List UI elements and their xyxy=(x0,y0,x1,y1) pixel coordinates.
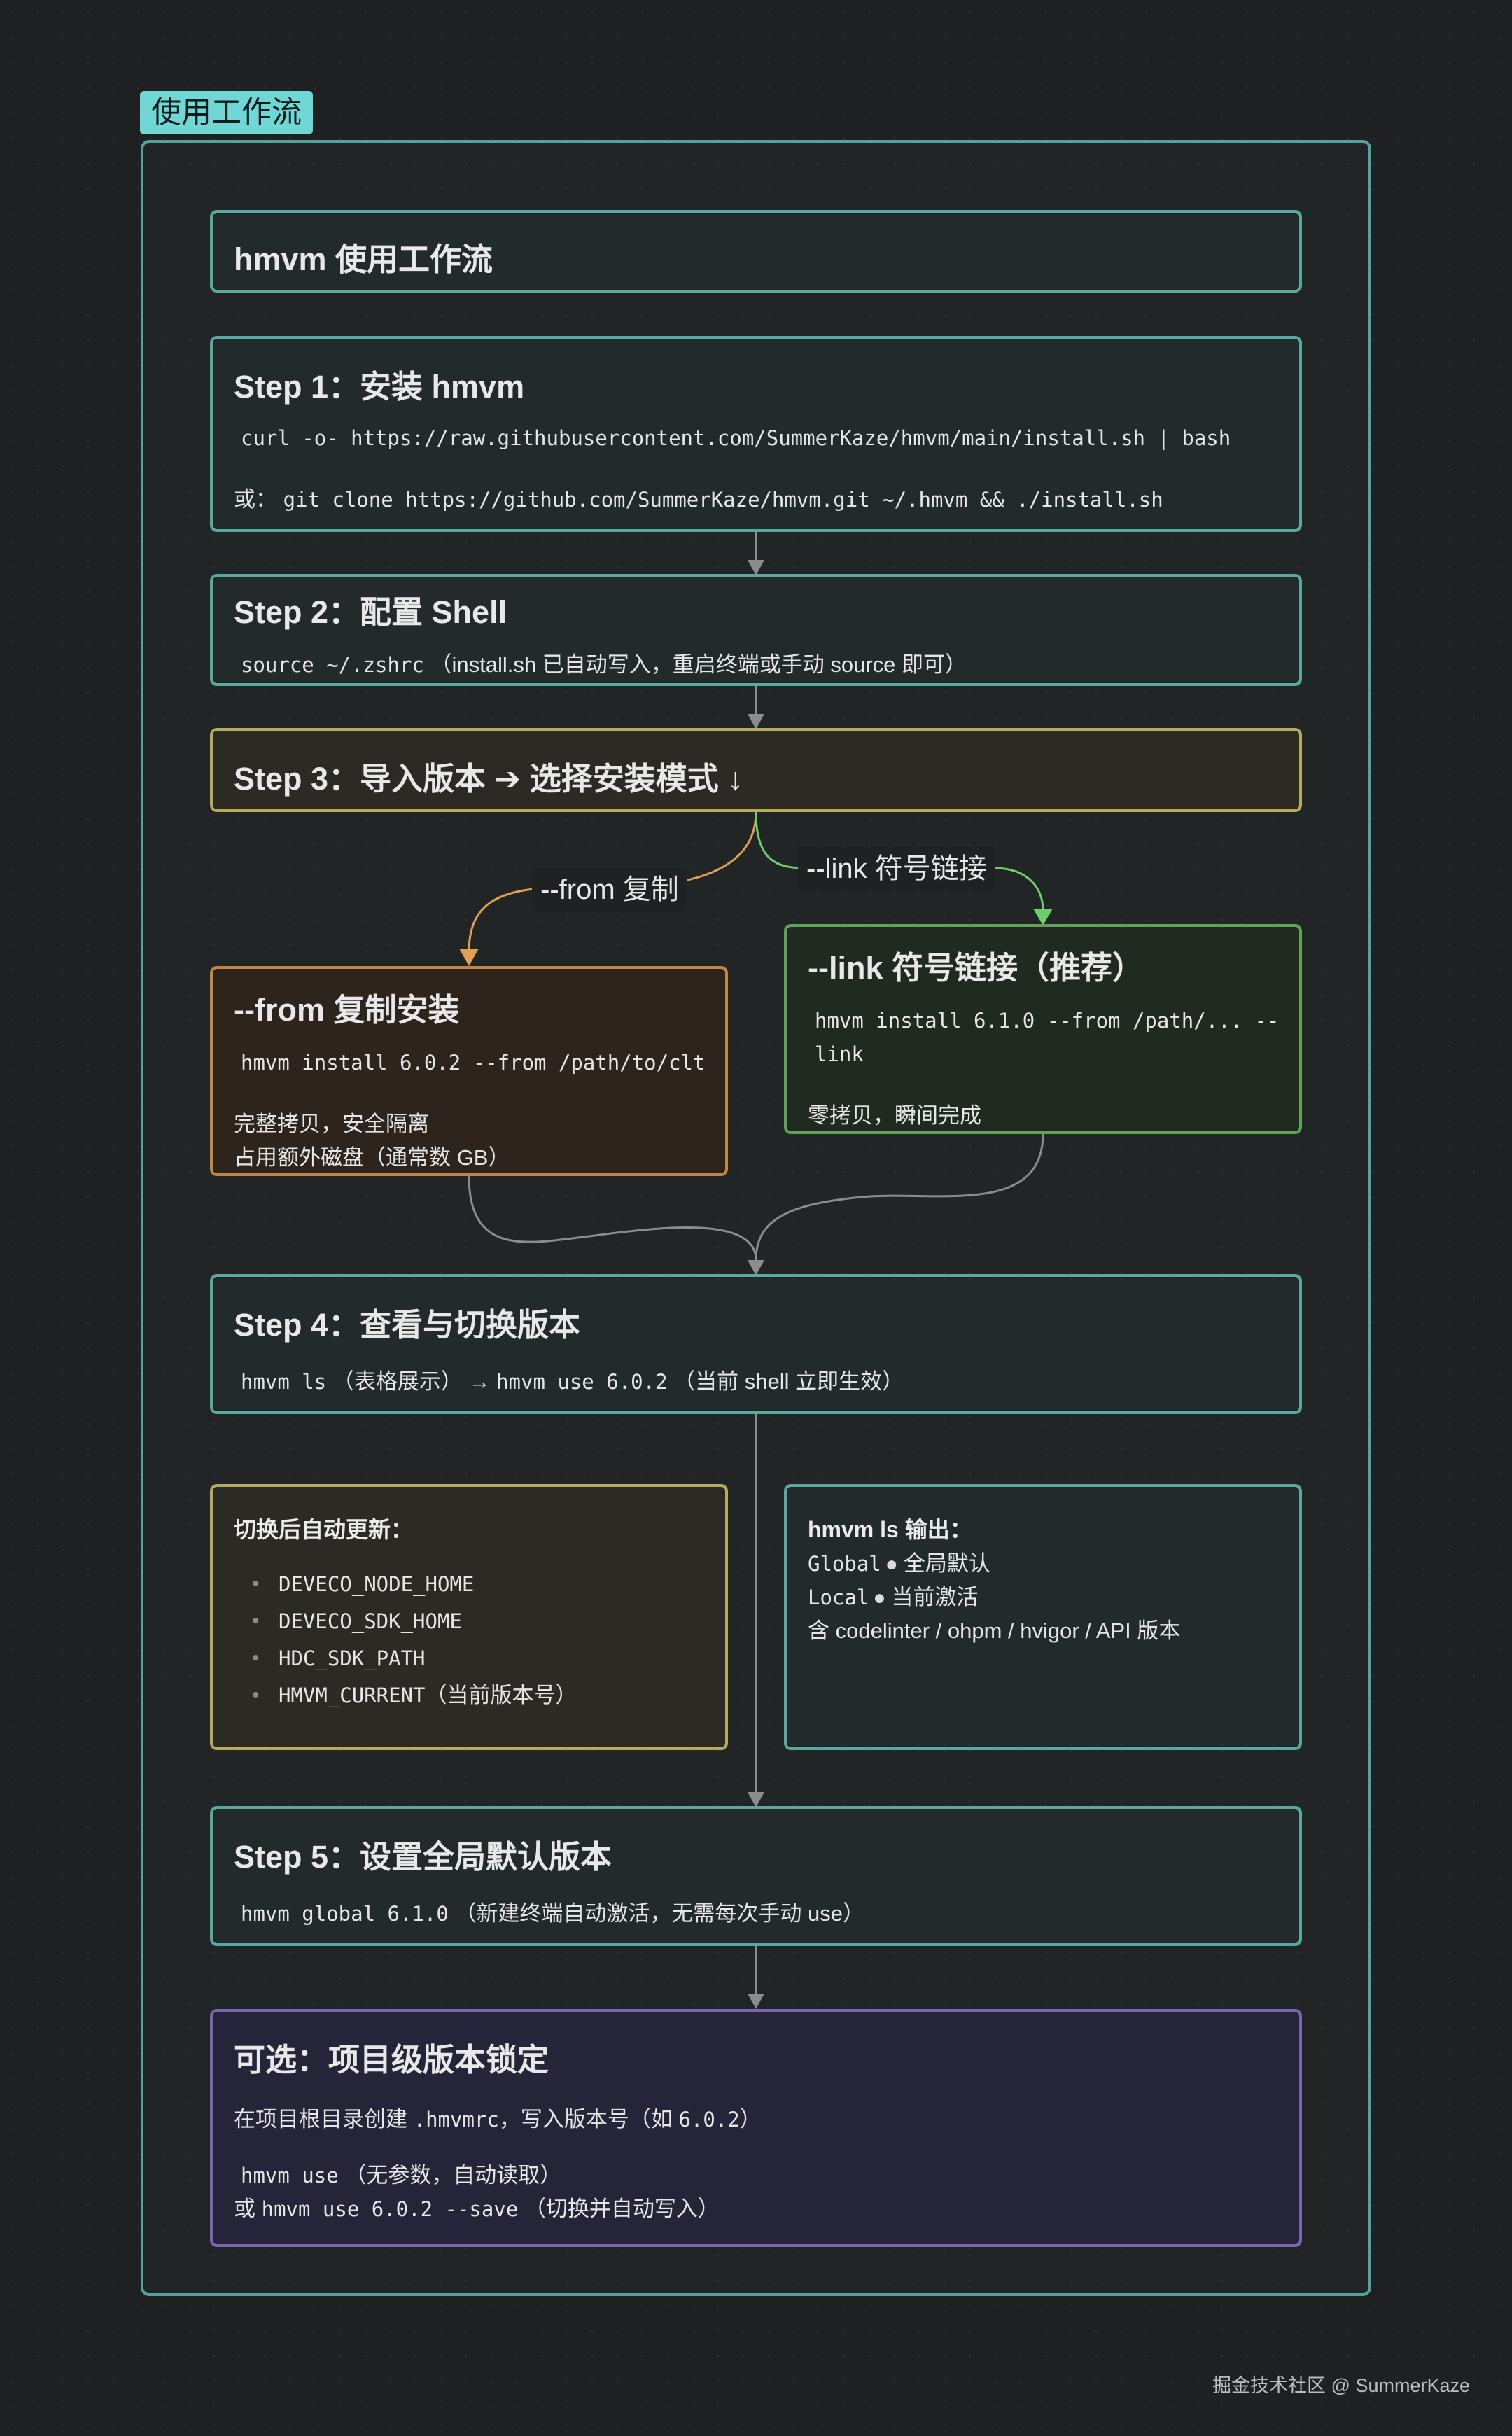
step2-note: （install.sh 已自动写入，重启终端或手动 source 即可） xyxy=(430,652,967,677)
step1-line2: 或： git clone https://github.com/SummerKa… xyxy=(234,482,1163,513)
node-step2: Step 2：配置 Shell source ~/.zshrc （install… xyxy=(210,574,1302,686)
optional-line3-code: hmvm use 6.0.2 --save xyxy=(261,2197,519,2221)
ls-row-local: Local●当前激活 xyxy=(808,1579,978,1611)
env-item-code: HDC_SDK_PATH xyxy=(279,1646,426,1670)
step5-note: （新建终端自动激活，无需每次手动 use） xyxy=(454,1901,865,1926)
step4-line: hmvm ls （表格展示） → hmvm use 6.0.2 （当前 shel… xyxy=(241,1364,904,1395)
from-title: --from 复制安装 xyxy=(234,992,460,1028)
arrow-step2-step3 xyxy=(748,686,764,729)
node-link-symlink: --link 符号链接（推荐） hmvm install 6.1.0 --fro… xyxy=(784,924,1302,1134)
optional-line1-b: ，写入版本号（如 xyxy=(498,2107,673,2132)
arrow-step4-step5 xyxy=(748,1414,764,1807)
ls-row-local-text: 当前激活 xyxy=(891,1585,979,1609)
node-header: hmvm 使用工作流 xyxy=(210,210,1302,293)
env-item-code: DEVECO_NODE_HOME xyxy=(279,1572,475,1596)
node-step3: Step 3：导入版本 ➔ 选择安装模式 ↓ xyxy=(210,728,1302,812)
link-cmd-line1: hmvm install 6.1.0 --from /path/... -- xyxy=(815,1008,1279,1033)
step4-arrow: → xyxy=(468,1369,491,1394)
env-item-deveco-sdk-home: DEVECO_SDK_HOME xyxy=(234,1602,578,1639)
step4-note2: （当前 shell 立即生效） xyxy=(673,1369,904,1394)
optional-line1-a: 在项目根目录创建 xyxy=(234,2107,407,2132)
link-cmd-line2: link xyxy=(815,1042,864,1067)
arrow-step1-step2 xyxy=(748,531,764,575)
step1-line1: curl -o- https://raw.githubusercontent.c… xyxy=(241,426,1231,451)
optional-title: 可选：项目级版本锁定 xyxy=(234,2042,550,2078)
env-item-code: DEVECO_SDK_HOME xyxy=(279,1609,462,1633)
link-title: --link 符号链接（推荐） xyxy=(808,950,1144,986)
edge-label-from: --from 复制 xyxy=(532,868,687,911)
node-ls-output: hmvm ls 输出： Global●全局默认 Local●当前激活 含 cod… xyxy=(784,1484,1302,1750)
link-cmd2: link xyxy=(815,1042,864,1066)
step1-title: Step 1：安装 hmvm xyxy=(234,369,525,405)
ls-title: hmvm ls 输出： xyxy=(808,1517,972,1542)
bullet-icon: ● xyxy=(873,1586,886,1609)
env-item-note: （当前版本号） xyxy=(425,1683,578,1707)
optional-line1-c: ） xyxy=(739,2107,762,2132)
ls-row-global: Global●全局默认 xyxy=(808,1546,990,1577)
from-cmd-line: hmvm install 6.0.2 --from /path/to/clt xyxy=(241,1050,705,1075)
optional-line1: 在项目根目录创建 .hmvmrc，写入版本号（如 6.0.2） xyxy=(234,2101,762,2133)
step1-alt-prefix: 或： xyxy=(234,487,277,512)
env-list: DEVECO_NODE_HOME DEVECO_SDK_HOME HDC_SDK… xyxy=(234,1565,578,1714)
step4-title: Step 4：查看与切换版本 xyxy=(234,1307,581,1343)
arrow-from-step4 xyxy=(468,1175,757,1261)
ls-row-tools: 含 codelinter / ohpm / hvigor / API 版本 xyxy=(808,1618,1181,1643)
optional-line2-note: （无参数，自动读取） xyxy=(344,2163,562,2188)
env-item-code: HMVM_CURRENT xyxy=(279,1684,426,1707)
arrow-link-step4 xyxy=(748,1133,1044,1275)
env-item-hmvm-current: HMVM_CURRENT（当前版本号） xyxy=(234,1676,578,1714)
footer-credit: 掘金技术社区 @ SummerKaze xyxy=(1212,2375,1470,2396)
ls-row-global-text: 全局默认 xyxy=(903,1551,990,1576)
step4-cmd1: hmvm ls xyxy=(241,1370,327,1394)
step2-line: source ~/.zshrc （install.sh 已自动写入，重启终端或手… xyxy=(241,647,967,678)
env-item-hdc-sdk-path: HDC_SDK_PATH xyxy=(234,1639,578,1676)
step5-cmd: hmvm global 6.1.0 xyxy=(241,1902,449,1926)
step4-cmd2: hmvm use 6.0.2 xyxy=(496,1370,668,1394)
arrow-step5-optional xyxy=(748,1945,764,2009)
optional-line3: 或 hmvm use 6.0.2 --save （切换并自动写入） xyxy=(234,2191,720,2222)
env-title: 切换后自动更新： xyxy=(234,1517,414,1542)
step1-cmd2: git clone https://github.com/SummerKaze/… xyxy=(283,488,1163,512)
step5-title: Step 5：设置全局默认版本 xyxy=(234,1839,612,1875)
group-label: 使用工作流 xyxy=(140,91,313,134)
node-step4: Step 4：查看与切换版本 hmvm ls （表格展示） → hmvm use… xyxy=(210,1274,1302,1414)
step5-line: hmvm global 6.1.0 （新建终端自动激活，无需每次手动 use） xyxy=(241,1896,864,1927)
step2-title: Step 2：配置 Shell xyxy=(234,594,507,630)
bullet-icon: ● xyxy=(885,1553,898,1576)
optional-line1-code2: 6.0.2 xyxy=(678,2108,740,2132)
node-step1: Step 1：安装 hmvm curl -o- https://raw.gith… xyxy=(210,336,1302,532)
ls-row-global-code: Global xyxy=(808,1552,881,1576)
node-from-copy: --from 复制安装 hmvm install 6.0.2 --from /p… xyxy=(210,966,728,1176)
step1-cmd1: curl -o- https://raw.githubusercontent.c… xyxy=(241,426,1231,450)
from-line2: 占用额外磁盘（通常数 GB） xyxy=(234,1145,510,1170)
optional-line3-prefix: 或 xyxy=(234,2197,255,2221)
step2-cmd: source ~/.zshrc xyxy=(241,653,424,677)
step4-note1: （表格展示） xyxy=(332,1369,463,1394)
optional-line2: hmvm use （无参数，自动读取） xyxy=(241,2157,561,2189)
env-item-deveco-node-home: DEVECO_NODE_HOME xyxy=(234,1565,578,1602)
optional-line2-code: hmvm use xyxy=(241,2164,339,2188)
header-title: hmvm 使用工作流 xyxy=(234,241,493,277)
optional-line3-note: （切换并自动写入） xyxy=(524,2197,720,2221)
step3-title: Step 3：导入版本 ➔ 选择安装模式 ↓ xyxy=(234,761,743,797)
node-optional-lock: 可选：项目级版本锁定 在项目根目录创建 .hmvmrc，写入版本号（如 6.0.… xyxy=(210,2009,1302,2247)
link-note: 零拷贝，瞬间完成 xyxy=(808,1103,981,1128)
optional-line1-code: .hmvmrc xyxy=(413,2108,499,2132)
from-cmd: hmvm install 6.0.2 --from /path/to/clt xyxy=(241,1051,706,1074)
node-env-vars: 切换后自动更新： DEVECO_NODE_HOME DEVECO_SDK_HOM… xyxy=(210,1484,728,1750)
node-step5: Step 5：设置全局默认版本 hmvm global 6.1.0 （新建终端自… xyxy=(210,1806,1302,1946)
edge-label-link: --link 符号链接 xyxy=(798,847,995,890)
from-line1: 完整拷贝，安全隔离 xyxy=(234,1112,429,1136)
link-cmd1: hmvm install 6.1.0 --from /path/... -- xyxy=(815,1009,1280,1032)
ls-row-local-code: Local xyxy=(808,1586,869,1609)
